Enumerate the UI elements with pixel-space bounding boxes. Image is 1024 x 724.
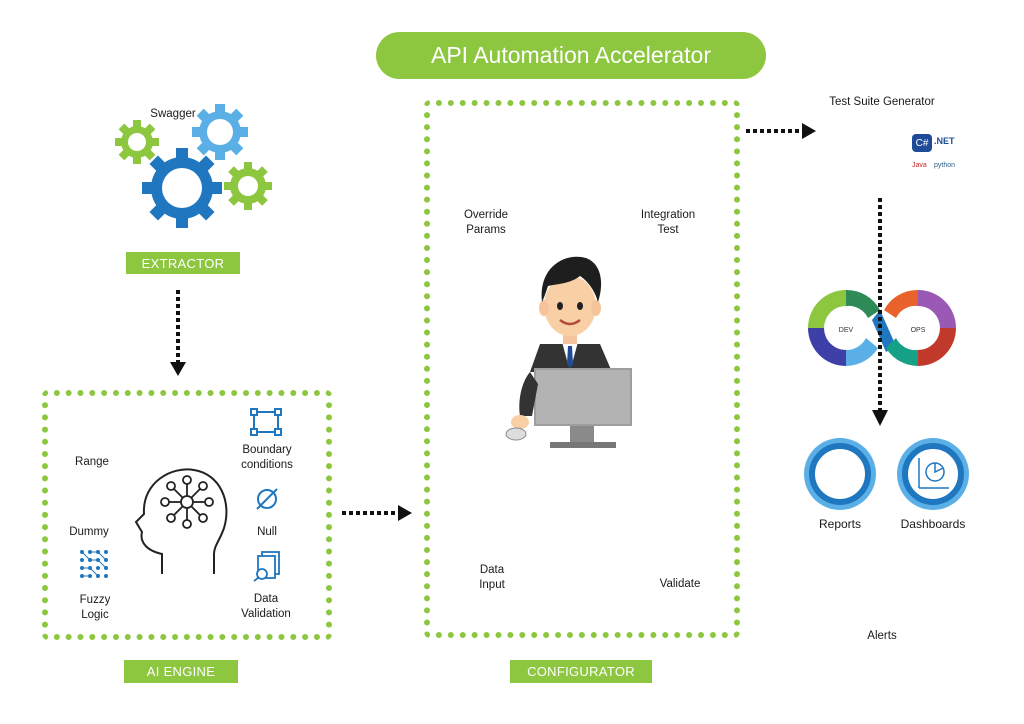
arrow-down-generator [870,196,890,430]
configurator-tag: CONFIGURATOR [510,660,652,683]
reports-icon [802,436,878,512]
reports-label: Reports [818,517,862,531]
fuzzy-logic-icon [78,548,112,582]
ai-engine-tag: AI ENGINE [124,660,238,683]
gears-illustration [112,100,282,230]
data-validation-icon [252,550,282,582]
extractor-tag: EXTRACTOR [126,252,240,274]
arrow-right-configurator [744,122,816,140]
validate-label: Validate [659,578,701,590]
language-logos: C# .NET Java python [912,132,962,178]
ops-label: OPS [911,327,926,334]
configurator-box [424,100,740,638]
arrow-right-ai [340,504,412,522]
alerts-label: Alerts [867,630,897,642]
ai-engine-box [42,390,332,640]
arrow-down-extractor [168,288,188,378]
boundary-icon [250,408,282,436]
dashboards-icon [895,436,971,512]
devops-loop-icon: DEV OPS [800,286,964,370]
csharp-icon: C# [912,134,932,152]
range-label: Range [75,456,109,468]
null-icon [254,486,280,512]
page-title: API Automation Accelerator [376,32,766,79]
dev-label: DEV [839,327,854,334]
java-icon: Java [912,162,927,169]
python-icon: python [934,162,956,169]
user-at-computer-illustration [500,244,640,454]
swagger-label: Swagger [150,108,196,120]
dotnet-icon: .NET [934,136,955,146]
null-label: Null [257,526,277,538]
ai-head-icon [132,462,232,577]
dummy-label: Dummy [69,526,109,538]
dashboards-label: Dashboards [900,517,966,531]
test-suite-generator-label: Test Suite Generator [829,96,935,108]
